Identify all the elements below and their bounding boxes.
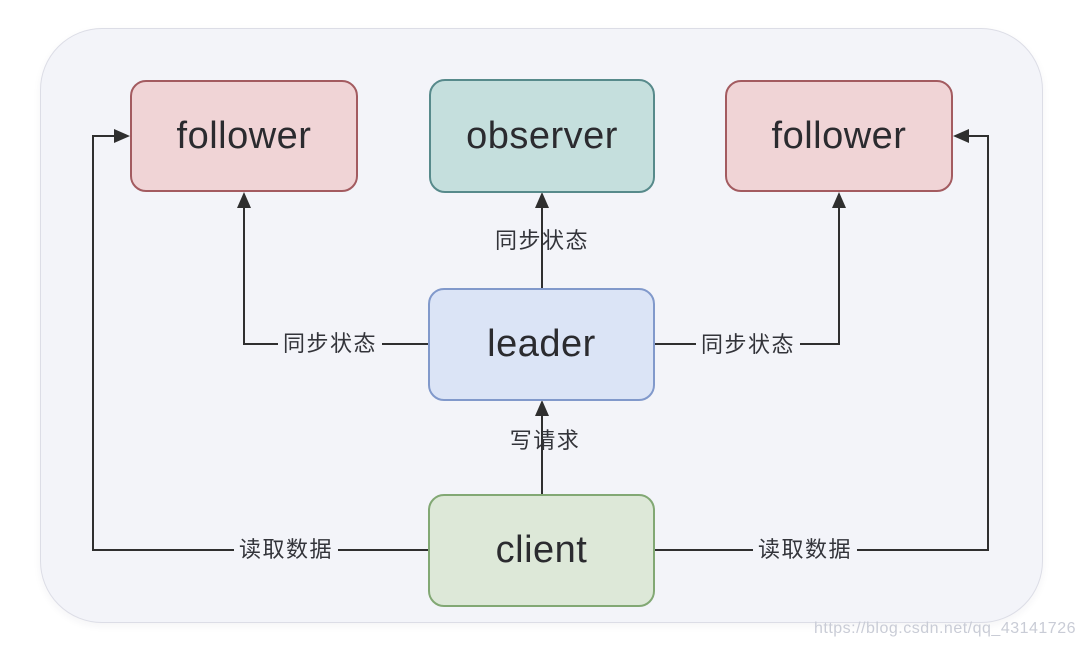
arrowhead-up-icon: [237, 192, 251, 208]
node-follower-left: follower: [130, 80, 358, 192]
node-leader: leader: [428, 288, 655, 401]
node-follower-right-label: follower: [771, 114, 907, 157]
node-leader-label: leader: [487, 323, 596, 365]
node-client: client: [428, 494, 655, 607]
csdn-watermark: https://blog.csdn.net/qq_43141726: [813, 620, 1076, 637]
edge-leader-to-follower-left: [237, 192, 428, 345]
edge-label-read-data-right: 读取数据: [752, 537, 858, 563]
arrowhead-up-icon: [535, 400, 549, 416]
node-observer: observer: [429, 79, 655, 193]
edge-label-sync-follower-left: 同步状态: [277, 331, 383, 357]
edge-leader-to-observer: [535, 192, 549, 288]
edge-label-write-request: 写请求: [509, 428, 581, 453]
node-client-label: client: [495, 529, 588, 571]
arrowhead-up-icon: [535, 192, 549, 208]
arrowhead-up-icon: [832, 192, 846, 208]
edge-label-sync-observer: 同步状态: [494, 228, 590, 253]
arrowhead-left-icon: [953, 129, 969, 143]
edge-leader-to-follower-right: [655, 192, 846, 345]
node-observer-label: observer: [466, 114, 618, 157]
node-follower-left-label: follower: [176, 114, 312, 157]
arrowhead-right-icon: [114, 129, 130, 143]
node-follower-right: follower: [725, 80, 953, 192]
edge-label-sync-follower-right: 同步状态: [695, 332, 801, 358]
edge-label-read-data-left: 读取数据: [233, 537, 339, 563]
edge-client-to-leader: [535, 400, 549, 494]
